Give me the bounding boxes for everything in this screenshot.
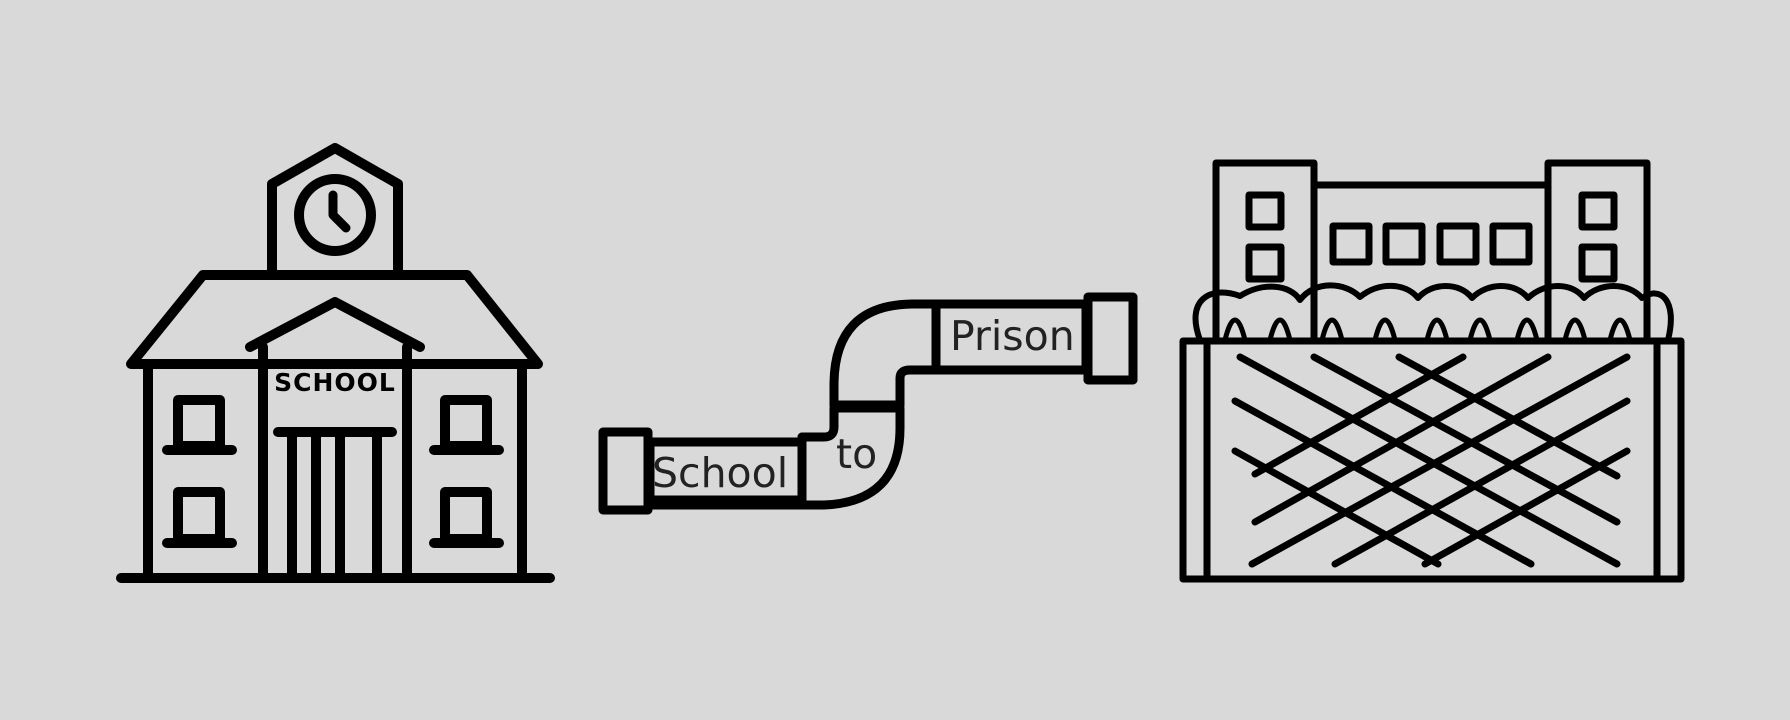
pipe-icon: School to Prison (598, 292, 1138, 515)
pipe-label-middle: to (836, 430, 877, 478)
school-window (429, 395, 504, 455)
prison-window (1436, 222, 1480, 266)
prison-window (1382, 222, 1426, 266)
school-gable (245, 297, 425, 352)
clock-tower (267, 143, 403, 279)
prison-window (1578, 243, 1618, 283)
pipe-label-end: Prison (950, 312, 1075, 360)
prison-window (1578, 191, 1618, 231)
school-window (162, 487, 237, 548)
prison-window (1489, 222, 1533, 266)
school-window (162, 395, 237, 455)
razor-wire (1192, 282, 1674, 343)
chain-link-fence (1231, 353, 1631, 568)
school-sign: SCHOOL (274, 368, 396, 397)
prison-tower-left (1212, 159, 1318, 344)
prison-window (1245, 191, 1285, 231)
school-entrance (273, 427, 397, 578)
pipe-end-cap-left (598, 427, 653, 515)
school-roof (126, 270, 543, 369)
prison-wall (1179, 337, 1685, 583)
pipe-label-start: School (652, 449, 788, 497)
prison-window (1245, 243, 1285, 283)
pipe-end-cap-right (1083, 292, 1138, 385)
prison-window (1329, 222, 1373, 266)
clock-icon (294, 174, 376, 256)
prison-tower-right (1544, 159, 1651, 344)
school-building-icon: SCHOOL (116, 143, 555, 583)
school-window (429, 487, 504, 548)
prison-building-icon (1179, 159, 1685, 583)
